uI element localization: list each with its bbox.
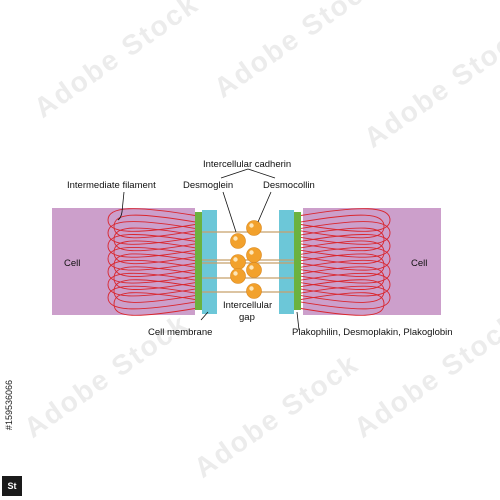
cadherin-ball-highlight <box>233 271 238 276</box>
leader-lines <box>117 168 300 331</box>
cadherin-ball-highlight <box>249 250 254 255</box>
filament-loop <box>300 214 385 239</box>
cadherin-ball-highlight <box>233 236 238 241</box>
leader-plaque-proteins <box>296 311 300 331</box>
filament-loop <box>107 259 196 284</box>
filament-loop <box>107 221 196 245</box>
cadherin-ball <box>230 254 246 270</box>
leader-intermediate-filament <box>117 191 125 221</box>
filament-loop <box>300 259 391 284</box>
filament-loop <box>107 285 196 310</box>
leader-desmoglein <box>222 191 237 233</box>
label-cell-membrane: Cell membrane <box>148 327 213 338</box>
filament-loop <box>300 246 391 271</box>
cadherin-ball-highlight <box>249 286 254 291</box>
label-cell-left: Cell <box>64 258 81 269</box>
filament-loop <box>113 266 196 290</box>
cadherin-ball <box>246 220 262 236</box>
filament-loop <box>300 208 391 232</box>
cadherin-ball <box>230 233 246 249</box>
right-intermediate-filaments <box>300 208 391 316</box>
cadherin-ball <box>246 247 262 263</box>
filament-loop <box>300 240 385 265</box>
filament-loop <box>107 246 196 271</box>
label-desmocollin: Desmocollin <box>263 180 315 191</box>
label-desmoglein: Desmoglein <box>183 180 234 191</box>
filament-loop <box>113 253 196 277</box>
cadherin-ball-highlight <box>233 257 238 262</box>
cadherin-molecules <box>230 220 262 299</box>
filament-loop <box>107 234 196 258</box>
adobe-logo: St <box>2 476 22 496</box>
cadherin-ball-highlight <box>249 223 254 228</box>
filament-loop <box>113 240 196 265</box>
left-intermediate-filaments <box>107 208 196 316</box>
label-intercellular-gap-line2: gap <box>239 312 255 323</box>
leader-cadherin-to-desmocollin <box>247 168 276 179</box>
filament-loop <box>300 266 385 290</box>
filament-loop <box>113 292 196 316</box>
label-intermediate-filament: Intermediate filament <box>67 180 156 191</box>
filament-loop <box>113 279 196 303</box>
cadherin-ball <box>246 283 262 299</box>
cadherin-ball-highlight <box>249 265 254 270</box>
filament-loop <box>300 279 385 303</box>
cadherin-ball <box>246 262 262 278</box>
leader-desmocollin <box>257 191 272 223</box>
filament-loop <box>300 253 385 277</box>
filament-loop <box>300 272 391 297</box>
label-intercellular-cadherin: Intercellular cadherin <box>203 159 292 170</box>
filament-loop <box>300 221 391 245</box>
filament-loop <box>113 214 196 239</box>
right-cell-membrane <box>279 210 294 314</box>
filament-loop <box>300 292 385 316</box>
right-cell-body <box>303 208 441 315</box>
left-dense-plaque <box>195 212 202 310</box>
label-intercellular-gap-line1: Intercellular <box>223 300 273 311</box>
right-dense-plaque <box>294 212 301 310</box>
leader-cell-membrane <box>200 311 209 321</box>
filament-loop <box>107 208 196 232</box>
cadherin-ball <box>230 268 246 284</box>
filament-loop <box>107 272 196 297</box>
stock-id-text: #159536066 <box>4 380 14 431</box>
left-cell-body <box>52 208 195 315</box>
filament-loop <box>300 285 391 310</box>
left-cell-membrane <box>202 210 217 314</box>
filament-loop <box>300 227 385 252</box>
label-plaque-proteins: Plakophilin, Desmoplakin, Plakoglobin <box>292 327 453 338</box>
filament-loop <box>113 227 196 252</box>
leader-cadherin-to-desmoglein <box>220 168 249 179</box>
label-cell-right: Cell <box>411 258 428 269</box>
filament-loop <box>300 234 391 258</box>
